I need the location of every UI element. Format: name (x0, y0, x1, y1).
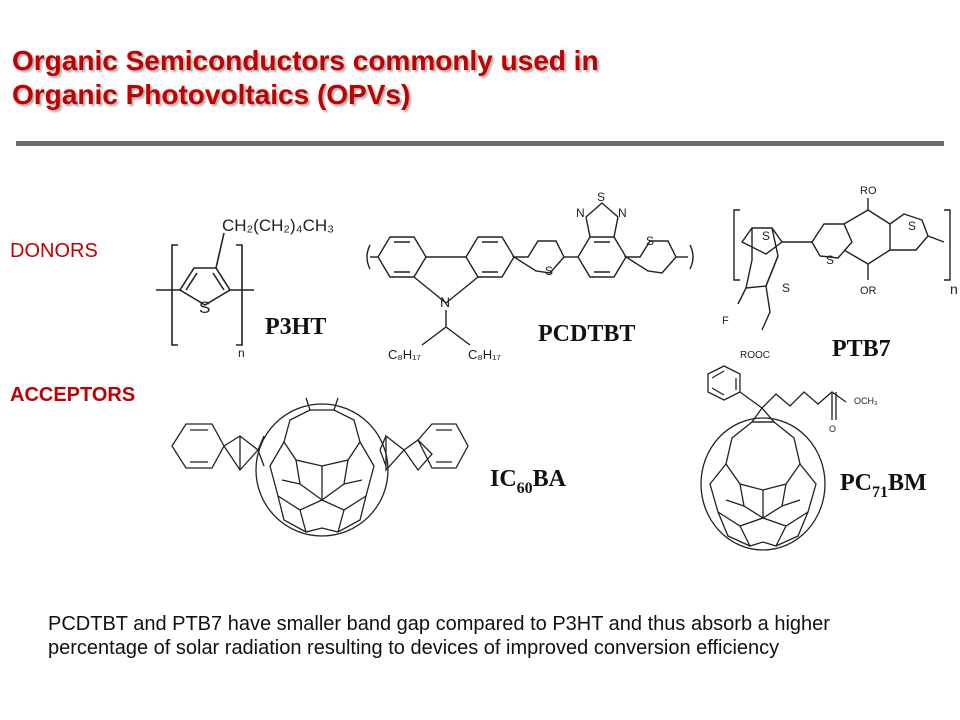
ic60ba-label-subscript: 60 (516, 480, 533, 497)
slide-title: Organic Semiconductors commonly used in … (12, 44, 599, 112)
ptb7-ester: ROOC (740, 350, 770, 361)
pcdtbt-structure: N S S N N S C₈H₁₇ C₈H₁₇ (366, 190, 694, 362)
ptb7-sulfur-atom-1: S (762, 229, 770, 243)
pcdtbt-label: PCDTBT (538, 321, 636, 347)
ptb7-sulfur-atom-4: S (908, 219, 916, 233)
pcdtbt-nitrogen-atom-2: N (576, 206, 585, 220)
ptb7-repeat-n: n (950, 281, 958, 297)
pcdtbt-alkyl-right: C₈H₁₇ (468, 347, 502, 362)
pc71bm-label-suffix: BM (888, 470, 927, 496)
pcdtbt-nitrogen-atom: N (440, 294, 450, 310)
ptb7-sulfur-atom-2: S (782, 281, 790, 295)
ic60ba-label: IC60BA (490, 466, 567, 497)
p3ht-label: P3HT (265, 314, 327, 340)
slide-caption: PCDTBT and PTB7 have smaller band gap co… (48, 613, 830, 659)
ptb7-alkoxy-top: RO (860, 185, 877, 197)
pcdtbt-sulfur-atom-3: S (646, 234, 654, 248)
ptb7-label: PTB7 (832, 336, 891, 362)
pcdtbt-sulfur-atom-1: S (545, 264, 553, 278)
p3ht-side-chain: CH₂(CH₂)₄CH₃ (222, 216, 334, 235)
pc71bm-structure: OCH₃ O (700, 365, 878, 551)
acceptors-label: ACCEPTORS (10, 384, 136, 406)
ptb7-structure: S S S S RO OR F ROOC n (722, 185, 958, 361)
slide-title-line-1: Organic Semiconductors commonly used in (12, 45, 599, 76)
ic60ba-structure (171, 397, 469, 537)
pc71bm-methyl-ester: OCH₃ (854, 396, 878, 406)
p3ht-structure: S CH₂(CH₂)₄CH₃ n (156, 216, 334, 360)
pcdtbt-nitrogen-atom-3: N (618, 206, 627, 220)
pc71bm-label-subscript: 71 (872, 484, 888, 501)
pc71bm-label: PC71BM (840, 470, 927, 501)
ptb7-sulfur-atom-3: S (826, 253, 834, 267)
ptb7-alkoxy-bottom: OR (860, 285, 877, 297)
pc71bm-label-prefix: PC (840, 470, 872, 496)
p3ht-repeat-n: n (238, 346, 245, 360)
donors-label: DONORS (10, 240, 98, 262)
ic60ba-label-prefix: IC (490, 466, 517, 492)
slide-title-line-2: Organic Photovoltaics (OPVs) (12, 79, 411, 110)
p3ht-sulfur-atom: S (199, 298, 210, 317)
pcdtbt-sulfur-atom-2: S (597, 190, 605, 204)
ptb7-fluorine: F (722, 315, 729, 327)
pc71bm-carbonyl-oxygen: O (829, 424, 836, 434)
pcdtbt-alkyl-left: C₈H₁₇ (388, 347, 422, 362)
ic60ba-label-suffix: BA (532, 466, 567, 492)
title-divider (16, 141, 944, 146)
